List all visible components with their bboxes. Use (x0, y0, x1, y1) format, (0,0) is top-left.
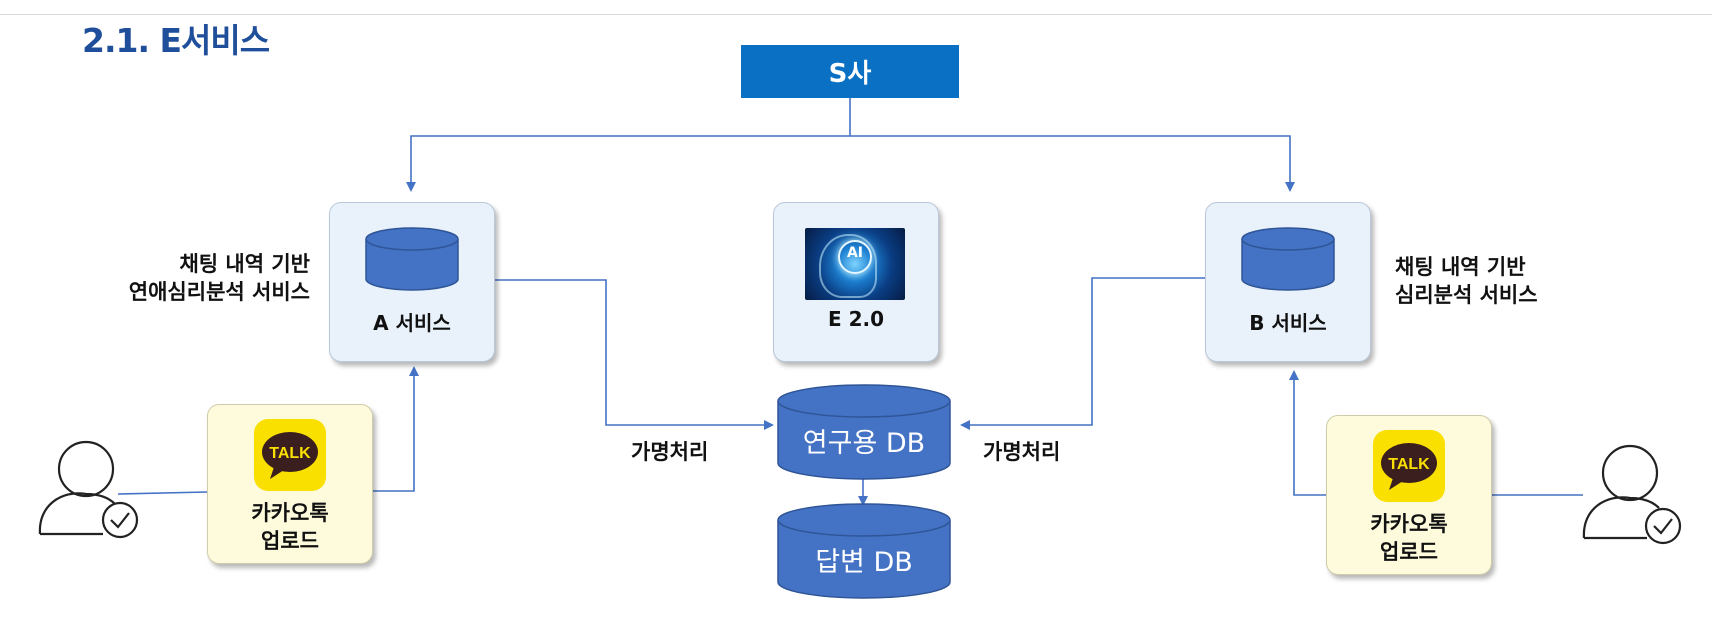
top-divider (0, 14, 1712, 15)
kakao-upload-left: TALK 카카오톡 업로드 (207, 404, 373, 564)
pseudonymization-label-right: 가명처리 (983, 440, 1061, 464)
database-icon (365, 227, 459, 291)
user-check-icon (1582, 444, 1682, 545)
kakao-upload-label: 카카오톡 업로드 (1370, 512, 1448, 564)
svg-text:TALK: TALK (1388, 456, 1430, 473)
a-service-node: A 서비스 (329, 202, 495, 362)
e-service-label: E 2.0 (827, 307, 885, 331)
kakaotalk-icon: TALK (254, 419, 326, 491)
connector-left-user-to-kakao (117, 491, 208, 495)
research-db-label: 연구용 DB (802, 428, 926, 459)
b-service-description: 채팅 내역 기반 심리분석 서비스 (1395, 255, 1538, 307)
kakao-upload-label: 카카오톡 업로드 (251, 501, 329, 553)
b-service-node: B 서비스 (1205, 202, 1371, 362)
connector-s-to-b (850, 135, 1295, 192)
connector-a-to-research-db (494, 279, 774, 430)
research-db-cylinder (777, 384, 951, 480)
kakao-upload-right: TALK 카카오톡 업로드 (1326, 415, 1492, 575)
user-check-icon (38, 440, 139, 539)
connector-b-to-research-db (960, 277, 1205, 430)
connector-s-to-a (406, 135, 850, 192)
answer-db-label: 답변 DB (815, 547, 913, 578)
b-service-label: B 서비스 (1249, 311, 1327, 335)
s-company-node: S사 (741, 45, 959, 98)
connector-kakao-to-b (1289, 370, 1326, 496)
connector-kakao-to-a (372, 366, 419, 492)
kakaotalk-icon: TALK (1373, 430, 1445, 502)
database-icon (1241, 227, 1335, 291)
answer-db-cylinder (777, 503, 951, 599)
svg-text:TALK: TALK (269, 445, 311, 462)
e-service-node: AI E 2.0 (773, 202, 939, 362)
a-service-label: A 서비스 (373, 311, 451, 335)
ai-head-image: AI (805, 228, 905, 300)
page-title: 2.1. E서비스 (82, 21, 270, 60)
a-service-description: 채팅 내역 기반 연애심리분석 서비스 (128, 252, 310, 304)
pseudonymization-label-left: 가명처리 (631, 440, 709, 464)
